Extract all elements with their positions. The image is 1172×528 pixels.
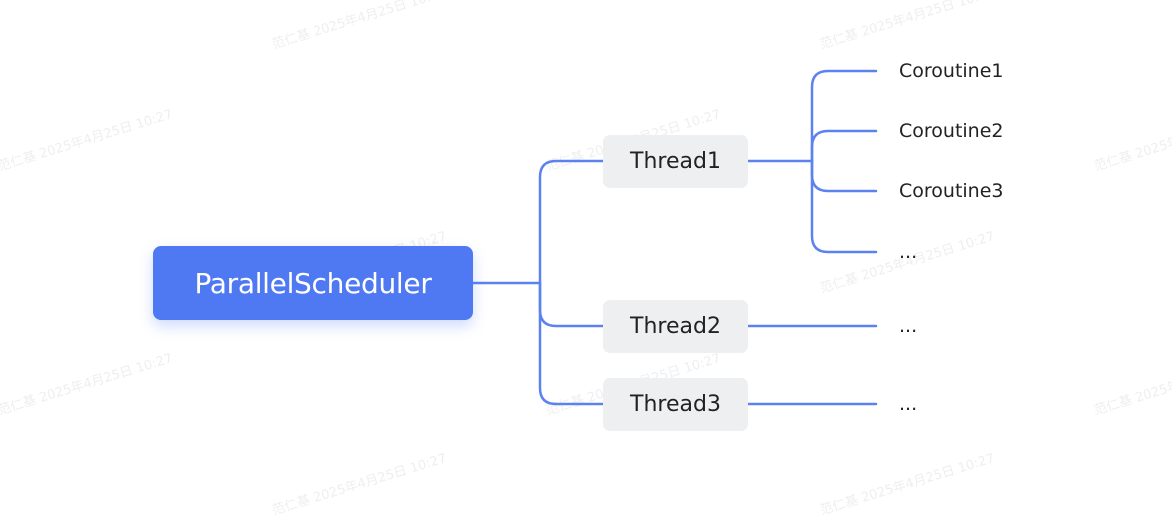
connector-thread1-ellipsis: [810, 159, 878, 254]
leaf-node-thread2-ellipsis[interactable]: ...: [899, 315, 918, 337]
connector-thread1-coroutine3: [810, 159, 878, 193]
leaf-node-coroutine3[interactable]: Coroutine3: [899, 180, 1004, 202]
leaf-node-thread3-ellipsis[interactable]: ...: [899, 393, 918, 415]
root-node-parallel-scheduler[interactable]: ParallelScheduler: [153, 246, 473, 320]
root-node-label: ParallelScheduler: [194, 266, 432, 300]
connector-thread1-coroutine2: [810, 129, 878, 163]
thread-node-label: Thread2: [630, 314, 721, 339]
connector-thread1-coroutine1: [810, 69, 878, 163]
thread-node-label: Thread3: [630, 392, 721, 417]
connector-root-thread1: [538, 159, 605, 285]
thread-node-1[interactable]: Thread1: [603, 135, 748, 188]
leaf-node-coroutine2[interactable]: Coroutine2: [899, 120, 1004, 142]
leaf-node-thread1-ellipsis[interactable]: ...: [899, 241, 918, 263]
leaf-node-coroutine1[interactable]: Coroutine1: [899, 60, 1004, 82]
connector-root-thread2: [538, 281, 605, 328]
thread-node-3[interactable]: Thread3: [603, 378, 748, 431]
thread-node-label: Thread1: [630, 149, 721, 174]
thread-node-2[interactable]: Thread2: [603, 300, 748, 353]
connector-root-thread3: [538, 281, 605, 406]
